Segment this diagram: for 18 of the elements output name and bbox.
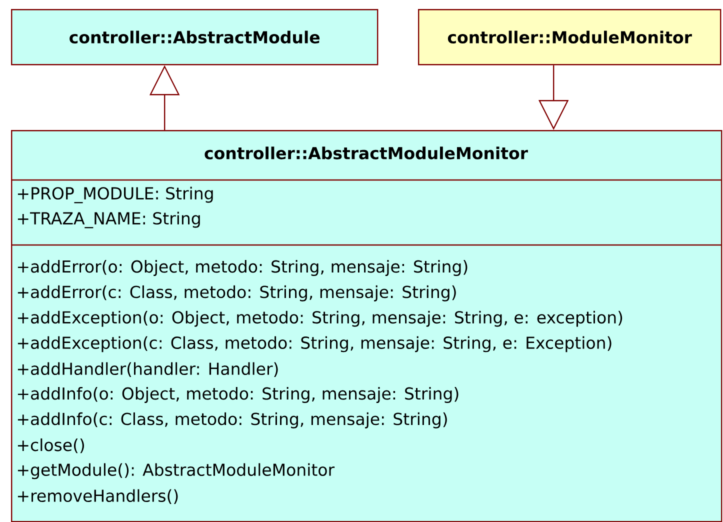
operation-text: +addError(o: Object, metodo: String, mensaje: String) bbox=[18, 260, 468, 276]
class-name: controller::AbstractModule bbox=[70, 30, 320, 44]
attribute-text: +TRAZA_NAME: String bbox=[18, 212, 200, 228]
operation-text: +addInfo(o: Object, metodo: String, mensaje: String) bbox=[18, 387, 458, 403]
attribute-text: +PROP_MODULE: String bbox=[18, 186, 213, 204]
operation-text: +addError(c: Class, metodo: String, mensaje: String) bbox=[18, 285, 456, 302]
operation-text: +close() bbox=[18, 438, 84, 454]
class-box bbox=[11, 130, 722, 522]
operation-text: +addException(c: Class, metodo: String, mensaje: String, e: Exception) bbox=[18, 336, 612, 352]
class-box bbox=[418, 9, 722, 66]
operation-text: +addHandler(handler: Handler) bbox=[18, 362, 278, 377]
operation-text: +addInfo(c: Class, metodo: String, mensaje: String) bbox=[18, 412, 447, 428]
class-box bbox=[11, 9, 378, 66]
operation-text: +getModule(): AbstractModuleMonitor bbox=[18, 463, 335, 480]
class-name: controller::ModuleMonitor bbox=[448, 30, 692, 44]
operation-text: +removeHandlers() bbox=[18, 489, 178, 504]
operation-text: +addException(o: Object, metodo: String, mensaje: String, e: exception) bbox=[18, 310, 622, 327]
class-name: controller::AbstractModuleMonitor bbox=[204, 146, 528, 160]
